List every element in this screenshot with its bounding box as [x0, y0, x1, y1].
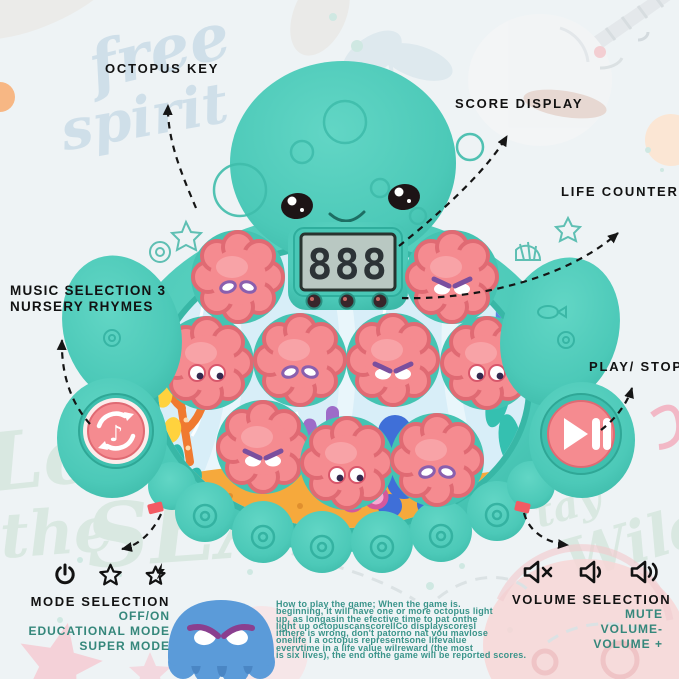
- how-to-play-line: How to play the game; When the game is.: [276, 599, 461, 609]
- music-selection-line1: MUSIC SELECTION 3: [10, 283, 167, 298]
- how-to-play-line: up, as longasin the efective time to pat…: [276, 613, 478, 624]
- mute-icon: [523, 560, 553, 584]
- octopus-button[interactable]: [346, 313, 440, 407]
- how-to-play-line: is six lives), the end ofthe game will b…: [276, 650, 527, 661]
- score-display-label: SCORE DISPLAY: [455, 96, 584, 111]
- mode-option-educational: EDUCATIONAL MODE: [28, 624, 170, 638]
- how-to-play-line: light up octopuscanscorellCo displayscor…: [276, 620, 477, 631]
- smile: [328, 210, 366, 223]
- octopus-button[interactable]: [191, 230, 285, 324]
- mode-option-off-on: OFF/ON: [118, 609, 170, 623]
- octopus-face: [281, 183, 420, 223]
- mascot-brow-right: [221, 624, 255, 639]
- speaker-loud-icon: [630, 560, 658, 584]
- play-stop-button[interactable]: [540, 393, 622, 475]
- score-value: 888: [307, 240, 389, 289]
- narwhal-eye: [637, 31, 650, 42]
- music-selection-label: MUSIC SELECTION 3 NURSERY RHYMES: [10, 283, 166, 315]
- arrow-music-selection: [56, 339, 91, 425]
- mascot-brow-left: [187, 624, 221, 639]
- how-to-play-line: onelife I a octopus representsone lifeva…: [276, 635, 467, 646]
- narwhal-cheek: [594, 46, 606, 58]
- octopus-button[interactable]: [405, 230, 499, 324]
- octopus-key-label: OCTOPUS KEY: [105, 61, 220, 76]
- play-stop-label: PLAY/ STOP: [589, 359, 679, 374]
- octopus-button[interactable]: [390, 413, 484, 507]
- pink-starfish: [20, 622, 171, 679]
- narwhal-tail: [290, 0, 350, 56]
- volume-option-mute: MUTE: [625, 607, 663, 621]
- music-cycle-icon: [96, 411, 136, 451]
- blue-octopus-mascot: [168, 600, 275, 679]
- octopus-button[interactable]: [300, 416, 394, 510]
- speaker-icon: [579, 560, 601, 584]
- star-flash-icon: [145, 562, 166, 585]
- arrow-octopus-key: [162, 104, 198, 209]
- narwhal: [468, 0, 671, 146]
- volume-switch[interactable]: [514, 500, 531, 514]
- arrow-volume-selection: [522, 512, 569, 550]
- how-to-play-line: beginning, it will have one or more octo…: [276, 606, 493, 617]
- how-to-play-text: How to play the game; When the game is. …: [276, 599, 532, 661]
- shell-decorations: [149, 215, 583, 319]
- music-note-icon: ♪: [109, 422, 123, 447]
- mode-option-super: SUPER MODE: [79, 639, 170, 653]
- life-counter-label: LIFE COUNTER: [561, 184, 679, 199]
- octopus-button[interactable]: [253, 313, 347, 407]
- pink-tentacle-curl: [650, 404, 679, 450]
- orange-dot: [0, 82, 15, 112]
- how-to-play-line: evervtime in a life value wilreward (the…: [276, 642, 474, 653]
- volume-selection-block: VOLUME SELECTION MUTE VOLUME- VOLUME +: [512, 558, 672, 652]
- pause-icon: [592, 418, 600, 450]
- bottom-tentacles: [148, 461, 555, 573]
- life-counter-leds: [305, 292, 389, 310]
- volume-selection-title: VOLUME SELECTION: [512, 592, 672, 607]
- arrow-life-counter: [401, 232, 619, 300]
- mode-selection-title: MODE SELECTION: [30, 594, 170, 609]
- gray-dashed-swirls: [251, 538, 646, 644]
- arrow-play-stop: [600, 387, 634, 431]
- power-icon: [55, 563, 75, 585]
- narwhal-fin: [523, 89, 607, 119]
- pink-octopus-faint: [483, 544, 679, 679]
- star-icon: [99, 563, 122, 586]
- score-display: 888: [293, 227, 403, 297]
- music-selection-line2: NURSERY RHYMES: [10, 299, 154, 314]
- peach-dot: [645, 114, 679, 166]
- arrow-mode-selection: [121, 513, 163, 552]
- mode-switch[interactable]: [147, 501, 164, 515]
- volume-option-minus: VOLUME-: [600, 622, 663, 636]
- play-icon: [564, 418, 588, 450]
- mode-selection-block: MODE SELECTION OFF/ON EDUCATIONAL MODE S…: [28, 562, 170, 654]
- arrow-score-display: [398, 135, 508, 247]
- volume-option-plus: VOLUME +: [593, 637, 663, 651]
- how-to-play-line: ifthere is wrong, don't patorno nat vou …: [276, 628, 489, 639]
- music-button[interactable]: ♪: [78, 393, 154, 469]
